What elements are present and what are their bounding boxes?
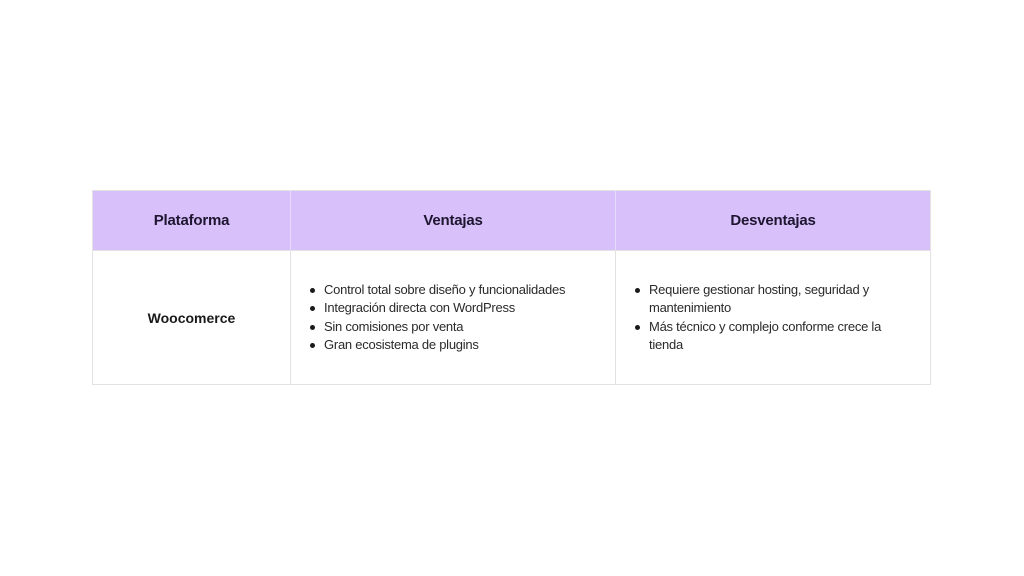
ventajas-list: Control total sobre diseño y funcionalid…	[308, 281, 565, 355]
list-item: Integración directa con WordPress	[308, 299, 565, 318]
header-desventajas: Desventajas	[615, 191, 930, 250]
comparison-table: Plataforma Ventajas Desventajas Woocomer…	[92, 190, 931, 385]
list-item: Control total sobre diseño y funcionalid…	[308, 281, 565, 300]
cell-ventajas: Control total sobre diseño y funcionalid…	[290, 250, 615, 384]
list-item: Gran ecosistema de plugins	[308, 336, 565, 355]
header-plataforma: Plataforma	[93, 191, 290, 250]
list-item: Requiere gestionar hosting, seguridad y …	[633, 281, 895, 318]
cell-desventajas: Requiere gestionar hosting, seguridad y …	[615, 250, 930, 384]
desventajas-list: Requiere gestionar hosting, seguridad y …	[633, 281, 895, 355]
list-item: Sin comisiones por venta	[308, 318, 565, 337]
list-item: Más técnico y complejo conforme crece la…	[633, 318, 895, 355]
cell-platform: Woocomerce	[93, 250, 290, 384]
header-ventajas: Ventajas	[290, 191, 615, 250]
